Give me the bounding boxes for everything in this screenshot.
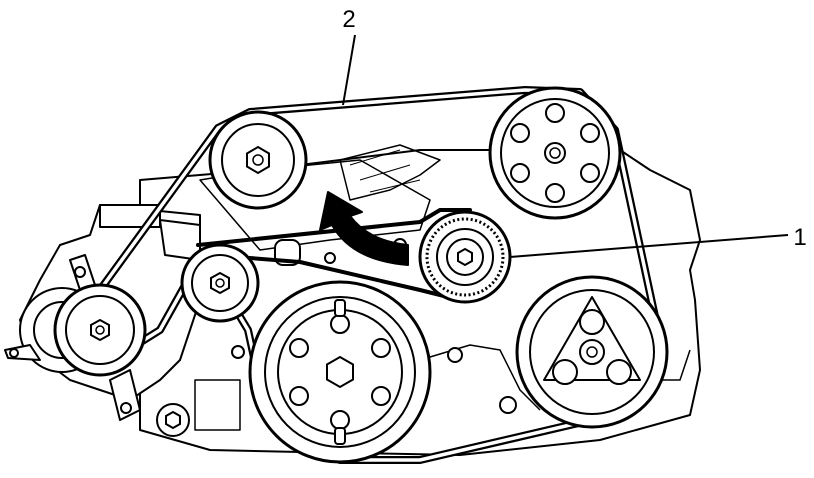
tensioner-pulley	[418, 210, 512, 304]
callout-label-1: 1	[793, 224, 806, 251]
callout-2: 2	[342, 6, 356, 106]
curved-rotation-arrow-icon	[319, 191, 409, 266]
ac-compressor-pulley	[515, 275, 669, 429]
callout-1: 1	[509, 224, 807, 258]
tensioner-arm-pulley	[53, 283, 147, 377]
crankshaft-pulley	[248, 280, 432, 464]
bottom-bolt	[156, 403, 190, 437]
left-idler-pulley	[180, 243, 260, 323]
top-right-pulley	[488, 86, 622, 220]
top-left-idler-pulley	[208, 110, 308, 210]
callout-label-2: 2	[342, 6, 355, 33]
